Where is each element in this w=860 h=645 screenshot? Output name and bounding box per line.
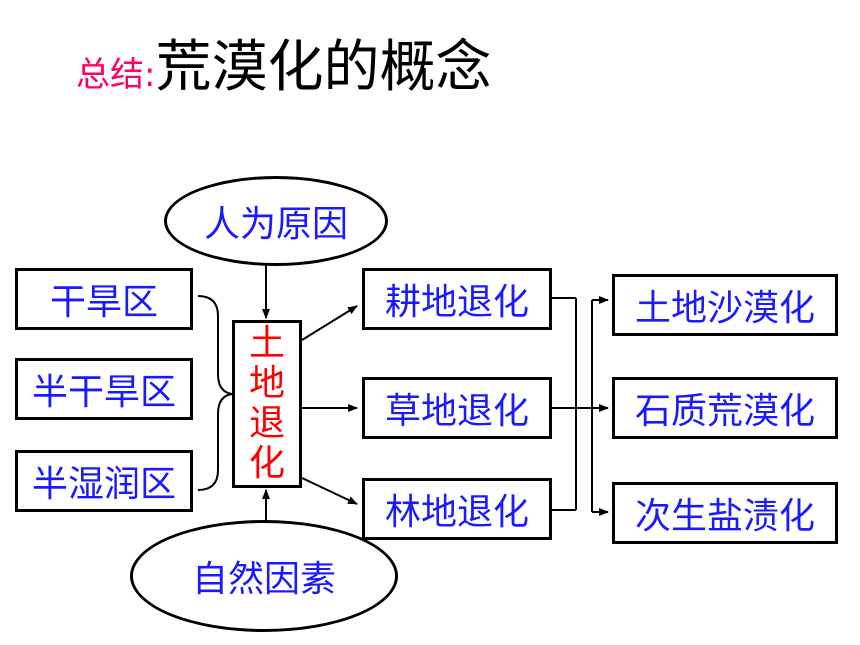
result-desertification: 土地沙漠化 <box>612 274 838 336</box>
title-prefix: 总结: <box>76 55 156 95</box>
center-char-3: 退 <box>248 403 285 444</box>
top-cause-ellipse: 人为原因 <box>164 176 388 266</box>
bottom-cause-ellipse: 自然因素 <box>130 520 398 632</box>
center-char-2: 地 <box>248 363 285 404</box>
arrow-to-cropland <box>301 305 358 341</box>
center-char-4: 化 <box>248 443 285 484</box>
region-semi-humid: 半湿润区 <box>15 450 193 512</box>
result-salinization: 次生盐渍化 <box>612 482 838 544</box>
forest-degradation: 林地退化 <box>362 478 552 540</box>
result-rocky-desertification: 石质荒漠化 <box>612 377 838 439</box>
land-degradation-box: 土 地 退 化 <box>232 320 302 488</box>
region-semi-arid: 半干旱区 <box>15 358 193 420</box>
region-arid: 干旱区 <box>15 268 193 330</box>
page-title: 总结: 荒漠化的概念 <box>76 22 491 102</box>
grassland-degradation: 草地退化 <box>362 377 552 439</box>
title-main: 荒漠化的概念 <box>155 35 492 100</box>
cropland-degradation: 耕地退化 <box>362 268 552 330</box>
left-brace <box>197 295 233 491</box>
arrow-to-forest <box>301 477 358 505</box>
center-char-1: 土 <box>248 323 285 364</box>
